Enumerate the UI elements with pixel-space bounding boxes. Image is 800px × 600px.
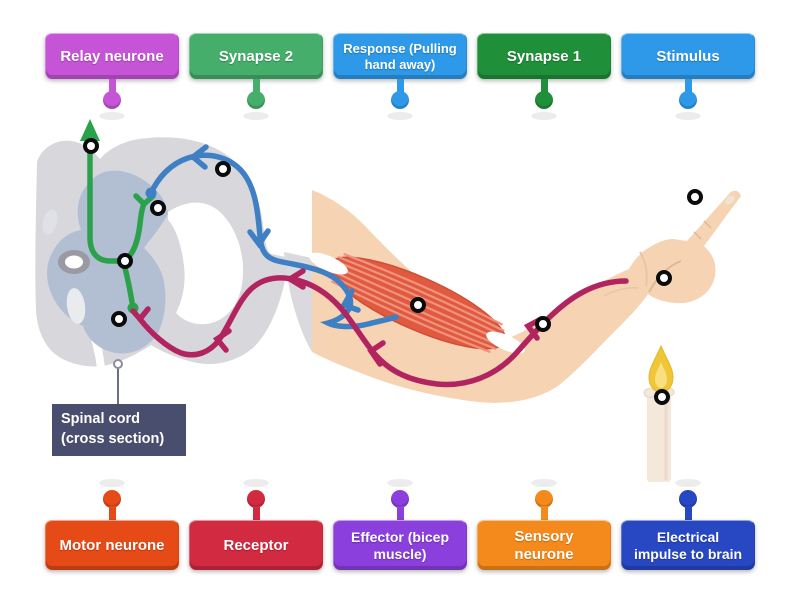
- label-tile-wrap: Synapse 1: [477, 33, 611, 120]
- answer-pin[interactable]: [117, 253, 133, 269]
- tile-stem: [684, 506, 692, 520]
- dot-shadow: [531, 112, 557, 120]
- flame-inner: [655, 362, 667, 388]
- caption-line-1: Spinal cord: [61, 411, 140, 428]
- label-synapse-1[interactable]: Synapse 1: [477, 33, 611, 79]
- dot-shadow: [675, 479, 701, 487]
- dot-shadow: [675, 112, 701, 120]
- central-canal: [65, 255, 83, 269]
- label-stimulus[interactable]: Stimulus: [621, 33, 755, 79]
- arm-and-hand-skin: [312, 190, 741, 403]
- label-tile-wrap: Response (Pulling hand away): [333, 33, 467, 120]
- answer-pin[interactable]: [410, 297, 426, 313]
- caption-connector: [113, 359, 123, 406]
- synapse-knob-blue: [145, 187, 157, 199]
- answer-pin[interactable]: [654, 389, 670, 405]
- tile-stem: [396, 506, 404, 520]
- label-relay-neurone[interactable]: Relay neurone: [45, 33, 179, 79]
- tile-dot[interactable]: [679, 91, 697, 109]
- label-receptor[interactable]: Receptor: [189, 520, 323, 570]
- hand-crease: [639, 251, 648, 287]
- tile-dot[interactable]: [391, 490, 409, 508]
- tendon: [486, 331, 526, 354]
- label-effector[interactable]: Effector (bicep muscle): [333, 520, 467, 570]
- answer-pin[interactable]: [687, 189, 703, 205]
- tile-stem: [252, 506, 260, 520]
- to-brain-arrowhead: [80, 119, 100, 141]
- label-tile-wrap: Effector (bicep muscle): [333, 479, 467, 570]
- answer-pin[interactable]: [150, 200, 166, 216]
- tile-stem: [684, 79, 692, 93]
- dot-shadow: [99, 112, 125, 120]
- tile-dot[interactable]: [535, 91, 553, 109]
- label-tile-wrap: Electrical impulse to brain: [621, 479, 755, 570]
- label-electrical-impulse[interactable]: Electrical impulse to brain: [621, 520, 755, 570]
- tendon: [308, 252, 348, 275]
- tile-dot[interactable]: [247, 490, 265, 508]
- tile-dot[interactable]: [679, 490, 697, 508]
- label-response[interactable]: Response (Pulling hand away): [333, 33, 467, 79]
- answer-pin[interactable]: [83, 138, 99, 154]
- motor-neurone-path-blue: [148, 144, 399, 330]
- label-tile-wrap: Sensory neurone: [477, 479, 611, 570]
- tile-stem: [396, 79, 404, 93]
- tile-stem: [540, 506, 548, 520]
- tile-stem: [108, 506, 116, 520]
- tile-dot[interactable]: [103, 91, 121, 109]
- cord-inner-hole: [168, 202, 244, 325]
- tile-stem: [540, 79, 548, 93]
- finger-crease: [693, 220, 712, 240]
- label-tile-wrap: Relay neurone: [45, 33, 179, 120]
- answer-pin[interactable]: [656, 270, 672, 286]
- answer-pin[interactable]: [535, 316, 551, 332]
- tile-dot[interactable]: [535, 490, 553, 508]
- label-tile-wrap: Synapse 2: [189, 33, 323, 120]
- label-tile-wrap: Stimulus: [621, 33, 755, 120]
- label-sensory-neurone[interactable]: Sensory neurone: [477, 520, 611, 570]
- dot-shadow: [387, 112, 413, 120]
- dot-shadow: [243, 112, 269, 120]
- dot-shadow: [387, 479, 413, 487]
- dot-shadow: [243, 479, 269, 487]
- tile-stem: [108, 79, 116, 93]
- fingernail: [725, 195, 735, 205]
- forearm-crease: [603, 287, 639, 297]
- dot-shadow: [531, 479, 557, 487]
- candle: [643, 344, 675, 482]
- white-matter-column: [66, 288, 86, 324]
- tile-stem: [252, 79, 260, 93]
- label-synapse-2[interactable]: Synapse 2: [189, 33, 323, 79]
- spinal-cord-cross-section: [35, 137, 312, 369]
- label-tile-wrap: Receptor: [189, 479, 323, 570]
- white-matter-column: [42, 209, 58, 235]
- tile-dot[interactable]: [247, 91, 265, 109]
- label-tile-wrap: Motor neurone: [45, 479, 179, 570]
- answer-pin[interactable]: [215, 161, 231, 177]
- tile-dot[interactable]: [103, 490, 121, 508]
- spinal-cord-caption: Spinal cord (cross section): [52, 404, 186, 456]
- label-motor-neurone[interactable]: Motor neurone: [45, 520, 179, 570]
- answer-pin[interactable]: [111, 311, 127, 327]
- caption-line-2: (cross section): [61, 431, 165, 447]
- dot-shadow: [99, 479, 125, 487]
- tile-dot[interactable]: [391, 91, 409, 109]
